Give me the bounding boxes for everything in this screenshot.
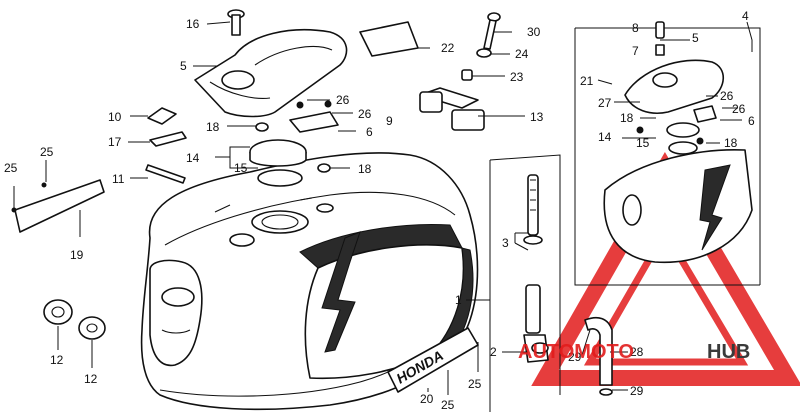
callout-12: 12 bbox=[84, 372, 98, 386]
honda-emblem-badge: HONDA bbox=[387, 327, 479, 393]
callout-26: 26 bbox=[720, 89, 734, 103]
tank-top-cover bbox=[194, 29, 348, 118]
callout-18: 18 bbox=[620, 111, 634, 125]
callout-16: 16 bbox=[186, 17, 200, 31]
callout-28: 28 bbox=[630, 345, 644, 359]
callout-1: 1 bbox=[455, 293, 462, 307]
callout-23: 23 bbox=[510, 70, 524, 84]
callout-15: 15 bbox=[234, 161, 248, 175]
bracket-6 bbox=[289, 100, 339, 133]
automotohub-watermark-text: AUTOMOTO HUB bbox=[518, 341, 750, 363]
callout-21: 21 bbox=[580, 74, 594, 88]
fuel-cock-group-box bbox=[489, 154, 561, 412]
callout-6: 6 bbox=[748, 114, 755, 128]
gasket-15 bbox=[257, 169, 303, 187]
callout-5: 5 bbox=[180, 59, 187, 73]
callout-18: 18 bbox=[358, 162, 372, 176]
fuel-cock bbox=[523, 174, 549, 363]
callout-20: 20 bbox=[420, 392, 434, 406]
grommet-18a bbox=[255, 122, 269, 132]
callout-9: 9 bbox=[386, 114, 393, 128]
callout-24: 24 bbox=[515, 47, 529, 61]
callout-8: 8 bbox=[632, 21, 639, 35]
callout-25: 25 bbox=[468, 377, 482, 391]
strip-19 bbox=[14, 179, 105, 233]
callout-14: 14 bbox=[598, 130, 612, 144]
rubber-cushion-12a bbox=[43, 299, 73, 325]
callout-2: 2 bbox=[490, 345, 497, 359]
callout-26: 26 bbox=[336, 93, 350, 107]
callout-22: 22 bbox=[441, 41, 455, 55]
callout-3: 3 bbox=[502, 236, 509, 250]
callout-10: 10 bbox=[108, 110, 122, 124]
callout-4: 4 bbox=[742, 9, 749, 23]
callout-5: 5 bbox=[692, 31, 699, 45]
rubber-mount-13 bbox=[419, 87, 485, 131]
callout-29: 29 bbox=[630, 384, 644, 398]
callout-25: 25 bbox=[40, 145, 54, 159]
washer-24 bbox=[476, 48, 492, 58]
sub-assembly-box bbox=[574, 21, 761, 286]
callout-30: 30 bbox=[527, 25, 541, 39]
collar-23 bbox=[461, 69, 473, 81]
automotohub-watermark-logo bbox=[531, 152, 800, 386]
callout-26: 26 bbox=[358, 107, 372, 121]
callout-15: 15 bbox=[636, 136, 650, 150]
callout-12: 12 bbox=[50, 353, 64, 367]
callout-7: 7 bbox=[632, 44, 639, 58]
decal-22 bbox=[359, 21, 419, 57]
filler-cap-14 bbox=[249, 139, 307, 187]
watermark-word-automoto: AUTOMOTO bbox=[518, 341, 634, 363]
bolt-30 bbox=[483, 12, 501, 50]
watermark-word-hub: HUB bbox=[707, 341, 750, 363]
callout-19: 19 bbox=[70, 248, 84, 262]
fuel-hose-28 bbox=[584, 316, 613, 396]
callout-labels: 16 5 22 30 24 23 26 26 10 18 6 9 13 17 1… bbox=[4, 9, 755, 412]
callout-13: 13 bbox=[530, 110, 544, 124]
callout-18: 18 bbox=[724, 136, 738, 150]
grommet-18b bbox=[317, 163, 331, 173]
leader-lines bbox=[13, 21, 753, 395]
callout-17: 17 bbox=[108, 135, 122, 149]
clip-17 bbox=[149, 131, 187, 147]
screw-16 bbox=[227, 9, 245, 36]
callout-25: 25 bbox=[4, 161, 18, 175]
callout-6: 6 bbox=[366, 125, 373, 139]
rubber-cushion-12b bbox=[78, 316, 106, 340]
callout-25: 25 bbox=[441, 398, 455, 412]
plate-10 bbox=[147, 107, 177, 125]
callout-29: 29 bbox=[568, 350, 582, 364]
callout-27: 27 bbox=[598, 96, 612, 110]
band-11 bbox=[145, 164, 186, 184]
callout-26: 26 bbox=[732, 102, 746, 116]
callout-14: 14 bbox=[186, 151, 200, 165]
callout-11: 11 bbox=[112, 172, 125, 186]
callout-18: 18 bbox=[206, 120, 220, 134]
